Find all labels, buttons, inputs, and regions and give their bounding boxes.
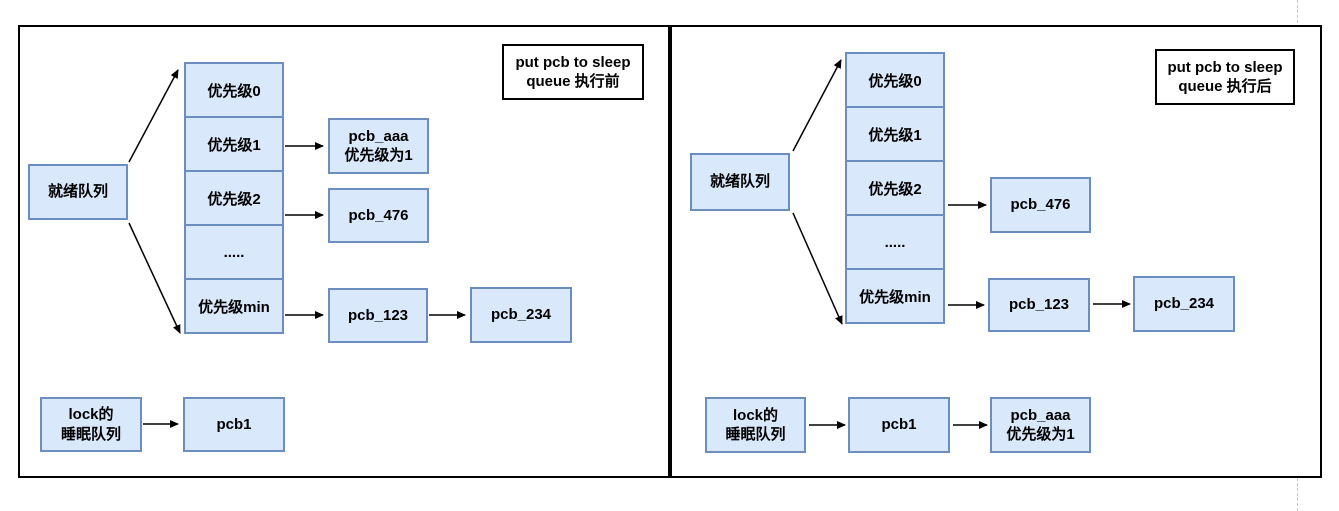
priority-cell-0: 优先级0	[184, 62, 284, 118]
panel-before: put pcb to sleep queue 执行前 就绪队列 优先级0 优先级…	[18, 25, 670, 478]
priority-cell-1: 优先级1	[184, 116, 284, 172]
pcb-476-node: pcb_476	[990, 177, 1091, 233]
pcb1-node: pcb1	[183, 397, 285, 452]
priority-cell-1: 优先级1	[845, 106, 945, 162]
pcb-aaa-node: pcb_aaa 优先级为1	[990, 397, 1091, 453]
pcb-234-node: pcb_234	[1133, 276, 1235, 332]
priority-cell-2: 优先级2	[184, 170, 284, 226]
pcb-123-node: pcb_123	[328, 288, 428, 343]
pcb-aaa-node: pcb_aaa 优先级为1	[328, 118, 429, 174]
pcb-123-node: pcb_123	[988, 278, 1090, 332]
ready-queue-node: 就绪队列	[28, 164, 128, 220]
priority-stack: 优先级0 优先级1 优先级2 ..... 优先级min	[845, 52, 945, 324]
title-box-after: put pcb to sleep queue 执行后	[1155, 49, 1295, 105]
priority-cell-0: 优先级0	[845, 52, 945, 108]
panel-after: put pcb to sleep queue 执行后 就绪队列 优先级0 优先级…	[670, 25, 1322, 478]
priority-cell-dots: .....	[184, 224, 284, 280]
ready-queue-node: 就绪队列	[690, 153, 790, 211]
title-box-before: put pcb to sleep queue 执行前	[502, 44, 644, 100]
priority-cell-min: 优先级min	[845, 268, 945, 324]
priority-cell-min: 优先级min	[184, 278, 284, 334]
pcb-476-node: pcb_476	[328, 188, 429, 243]
priority-cell-dots: .....	[845, 214, 945, 270]
pcb1-node: pcb1	[848, 397, 950, 453]
priority-cell-2: 优先级2	[845, 160, 945, 216]
pcb-234-node: pcb_234	[470, 287, 572, 343]
sleep-queue-node: lock的 睡眠队列	[40, 397, 142, 452]
sleep-queue-node: lock的 睡眠队列	[705, 397, 806, 453]
priority-stack: 优先级0 优先级1 优先级2 ..... 优先级min	[184, 62, 284, 334]
